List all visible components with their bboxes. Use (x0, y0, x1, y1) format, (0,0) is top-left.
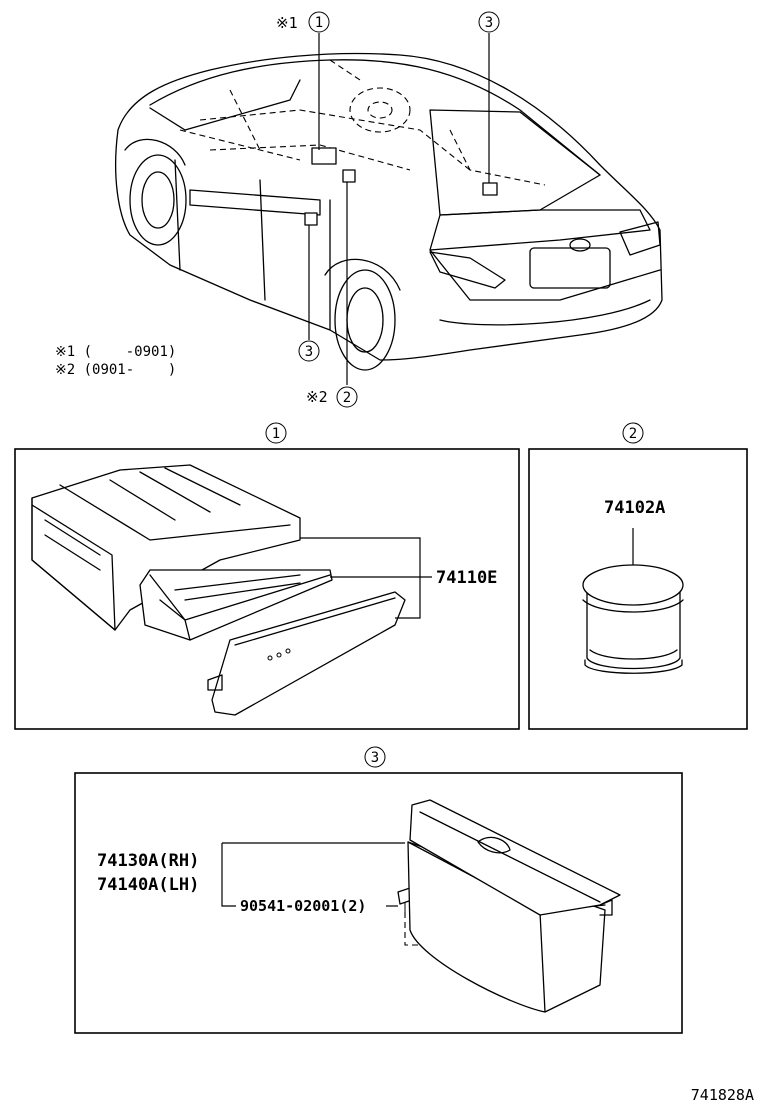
diagram-code: 741828A (691, 1086, 754, 1104)
rear-ashtray-box-illustration (407, 799, 621, 1013)
panel-1-callout: 1 (265, 422, 287, 444)
panel-1-frame (14, 448, 520, 730)
svg-text:3: 3 (305, 344, 313, 360)
note-mark-1: ※1 (276, 14, 298, 32)
svg-text:3: 3 (485, 15, 493, 31)
callout-circle-2-lower: 2 (336, 386, 358, 408)
part-74130A-rh: 74130A(RH) (97, 851, 199, 871)
panel-2-frame (528, 448, 748, 730)
ashtray-location-marker (311, 147, 337, 165)
panel-3-frame (74, 772, 683, 1034)
ashtray-assembly-illustration (31, 464, 406, 716)
svg-text:2: 2 (629, 426, 637, 442)
legend-line-2: ※2 (0901- ) (55, 362, 176, 378)
rear-ashtray-location-left (304, 212, 318, 226)
panel-3-callout: 3 (364, 746, 386, 768)
callout-circle-3-top: 3 (478, 11, 500, 33)
cup-holder-insert-illustration (582, 564, 684, 674)
svg-text:2: 2 (343, 390, 351, 406)
part-90541-02001: 90541-02001(2) (240, 897, 366, 915)
part-74102A: 74102A (604, 498, 665, 518)
car-overview-illustration (114, 52, 663, 371)
cup-location-marker (342, 169, 356, 183)
svg-text:3: 3 (371, 750, 379, 766)
legend-line-1: ※1 ( -0901) (55, 344, 176, 360)
panel-2-callout: 2 (622, 422, 644, 444)
callout-circle-3-lower: 3 (298, 340, 320, 362)
note-mark-2: ※2 (306, 388, 328, 406)
part-74140A-lh: 74140A(LH) (97, 875, 199, 895)
callout-circle-1-top: 1 (308, 11, 330, 33)
svg-text:1: 1 (315, 15, 323, 31)
part-74110E: 74110E (436, 568, 497, 588)
rear-ashtray-location-right (482, 182, 498, 196)
svg-text:1: 1 (272, 426, 280, 442)
